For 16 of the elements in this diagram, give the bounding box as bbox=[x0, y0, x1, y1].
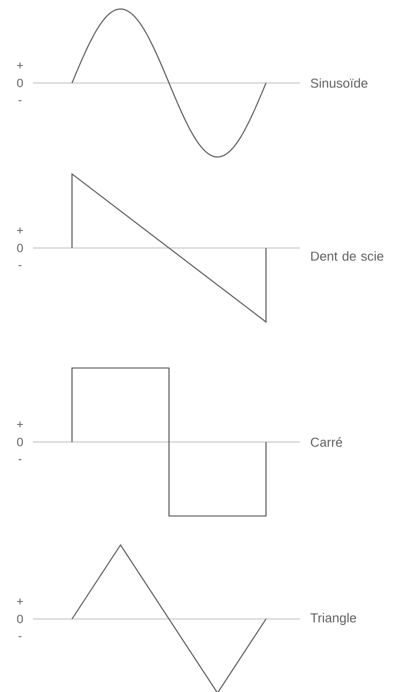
sign-label: + bbox=[17, 62, 23, 68]
waveform-name: Sinusoïde bbox=[310, 78, 368, 88]
waveform-name: Triangle bbox=[310, 612, 356, 626]
sign-label: - bbox=[18, 100, 22, 102]
sign-label: + bbox=[17, 598, 23, 604]
sign-label: - bbox=[18, 459, 22, 460]
sign-label: + bbox=[17, 422, 23, 428]
sign-label: 0 bbox=[17, 244, 23, 252]
sign-label: 0 bbox=[17, 438, 23, 446]
sign-label: + bbox=[17, 228, 23, 234]
sign-label: 0 bbox=[17, 78, 23, 88]
sign-label: - bbox=[18, 265, 22, 266]
sign-label: 0 bbox=[17, 614, 23, 624]
waveform-name: Carré bbox=[310, 437, 342, 447]
waveform-name: Dent de scie bbox=[311, 251, 384, 261]
sign-label: - bbox=[18, 636, 22, 638]
